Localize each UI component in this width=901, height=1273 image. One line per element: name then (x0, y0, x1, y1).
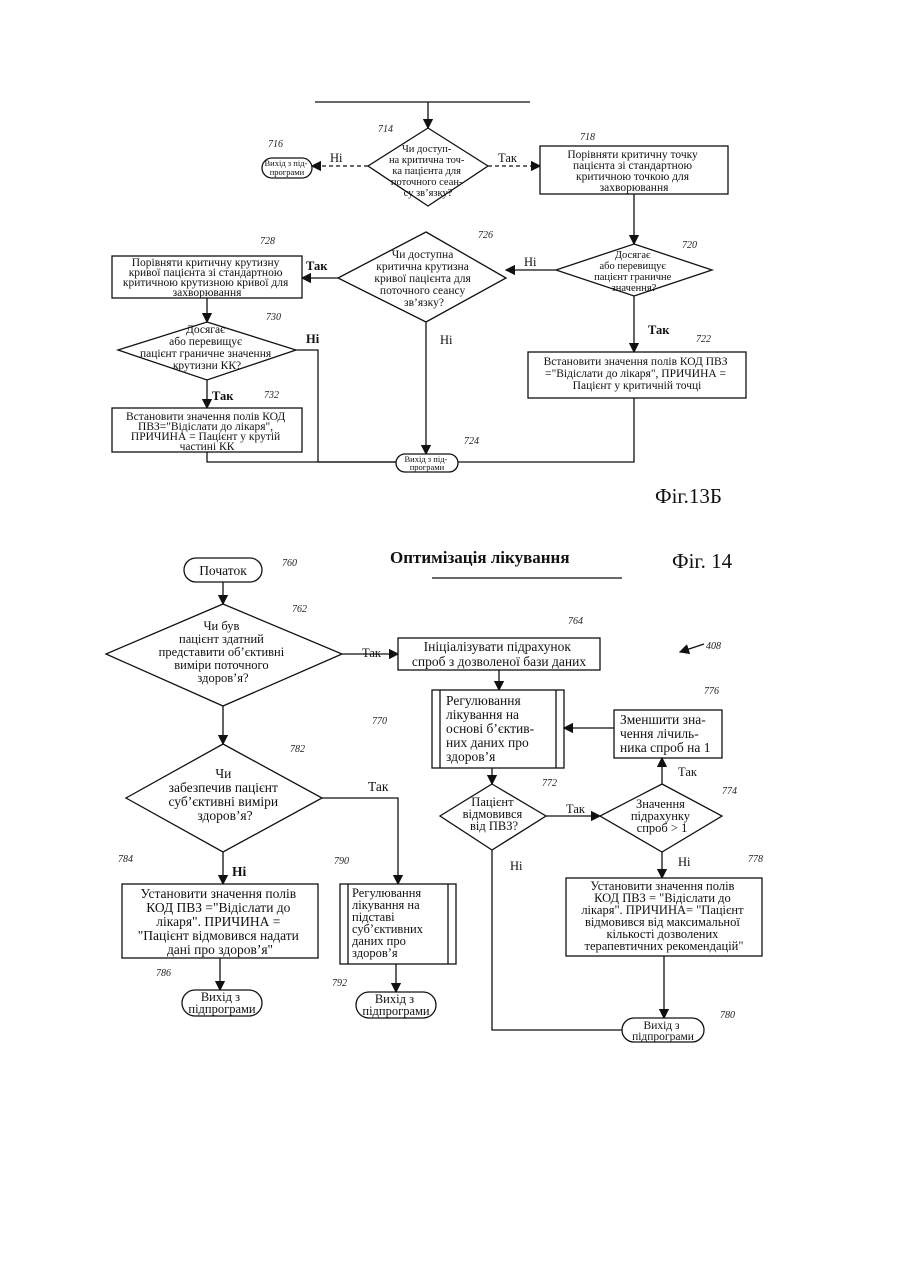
ref-722: 722 (696, 334, 711, 345)
ref-716: 716 (268, 139, 283, 150)
ref-728: 728 (260, 236, 275, 247)
ref-714: 714 (378, 124, 393, 135)
connector (322, 798, 398, 884)
figure-13b: 714 Чи доступ- на критична точ- ка паціє… (112, 102, 746, 508)
label-no-774: Ні (678, 855, 691, 869)
ref-790: 790 (334, 856, 349, 867)
connector (207, 452, 396, 462)
label-no-726: Ні (440, 333, 453, 347)
label-no-720: Ні (524, 255, 537, 269)
ref-776: 776 (704, 686, 719, 697)
label-yes-726: Так (306, 259, 328, 273)
ref-720: 720 (682, 240, 697, 251)
label-yes-762: Так (362, 646, 382, 660)
ref-784: 784 (118, 854, 133, 865)
process-776-text: Зменшити зна- чення лічиль- ника спроб н… (620, 712, 710, 755)
label-no-714: Ні (330, 151, 343, 165)
label-yes-730: Так (212, 389, 234, 403)
ref-718: 718 (580, 132, 595, 143)
exit-724-text: Вихід з під- програми (405, 454, 450, 472)
label-yes-774: Так (678, 765, 698, 779)
ref-772: 772 (542, 778, 557, 789)
label-yes-782: Так (368, 779, 389, 794)
label-no-772: Ні (510, 859, 523, 873)
label-yes-772: Так (566, 802, 586, 816)
ref-408-arrow (680, 644, 704, 652)
figure-14: Оптимізація лікування Фіг. 14 408 Почато… (106, 548, 763, 1043)
figure-label-14: Фіг. 14 (672, 549, 733, 573)
process-778-text: Установити значення полів КОД ПВЗ = "Від… (581, 879, 746, 953)
ref-762: 762 (292, 604, 307, 615)
ref-792: 792 (332, 978, 347, 989)
ref-782: 782 (290, 744, 305, 755)
ref-780: 780 (720, 1010, 735, 1021)
decision-774-text: Значення підрахунку спроб > 1 (631, 797, 693, 835)
ref-730: 730 (266, 312, 281, 323)
ref-774: 774 (722, 786, 737, 797)
ref-764: 764 (568, 616, 583, 627)
connector (296, 350, 396, 462)
ref-778: 778 (748, 854, 763, 865)
decision-772-text: Пацієнт відмовився від ПВЗ? (463, 795, 526, 833)
ref-724: 724 (464, 436, 479, 447)
ref-726: 726 (478, 230, 493, 241)
ref-760: 760 (282, 558, 297, 569)
process-764-text: Ініціалізувати підрахунок спроб з дозвол… (412, 639, 586, 669)
figure-14-title: Оптимізація лікування (390, 548, 570, 567)
ref-408: 408 (706, 641, 721, 652)
start-label: Початок (199, 563, 247, 578)
label-yes-720: Так (648, 323, 670, 337)
ref-770: 770 (372, 716, 387, 727)
exit-716-text: Вихід з під- програми (265, 158, 310, 177)
ref-732: 732 (264, 390, 279, 401)
label-no-782: Ні (232, 864, 247, 879)
ref-786: 786 (156, 968, 171, 979)
label-yes-714: Так (498, 151, 518, 165)
figure-label-13b: Фіг.13Б (655, 484, 722, 508)
label-no-730: Ні (306, 332, 320, 346)
connector (458, 398, 634, 462)
